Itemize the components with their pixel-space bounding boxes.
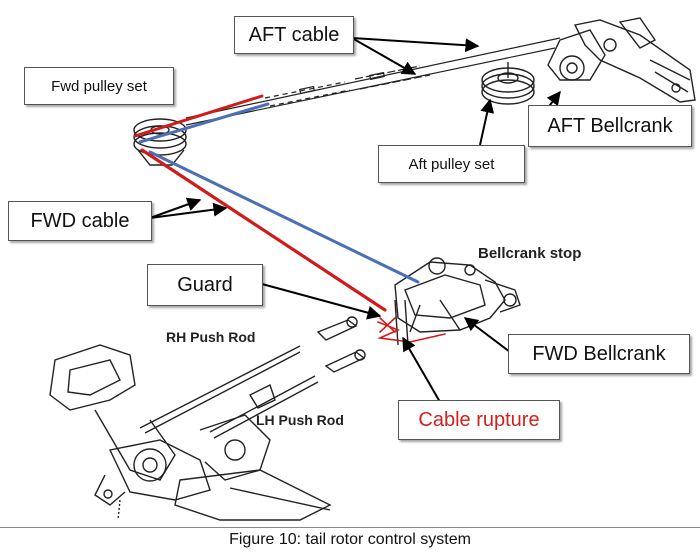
rupture-zigzag [377, 321, 446, 343]
fwd-bellcrank-drawing [394, 257, 521, 346]
printed-bellcrank-stop: Bellcrank stop [478, 245, 582, 262]
rupture-cross [379, 317, 396, 333]
blue-cable-upper [138, 102, 270, 144]
aft-pulley-drawing [481, 62, 535, 105]
label-cable-rupture: Cable rupture [398, 400, 560, 440]
aft-bellcrank-drawing [547, 17, 696, 103]
printed-rh-push-rod: RH Push Rod [166, 329, 256, 345]
figure-caption: Figure 10: tail rotor control system [229, 531, 471, 548]
red-cable-upper [133, 94, 264, 138]
mechanical-drawing [49, 17, 696, 521]
blue-cable-lower [148, 150, 420, 284]
arrow-fwd-bellcrank [463, 317, 511, 353]
fwd-cable-colored [133, 94, 446, 343]
aft-cable-lines [185, 37, 561, 126]
push-rods [139, 316, 366, 439]
arrow-fwd-cable-2 [149, 202, 228, 219]
tail-rotor-diagram [49, 17, 696, 521]
label-fwd-bellcrank: FWD Bellcrank [508, 334, 690, 374]
arrow-aft-cable-1 [351, 37, 480, 53]
arrow-aft-pulley [479, 98, 495, 146]
label-aft-cable: AFT cable [234, 16, 354, 54]
label-fwd-cable: FWD cable [8, 201, 152, 241]
arrow-fwd-cable-1 [149, 197, 202, 219]
red-cable-lower [140, 148, 387, 312]
label-aft-pulley-set: Aft pulley set [378, 145, 525, 183]
caption-divider [0, 527, 700, 528]
arrow-guard [261, 283, 382, 320]
printed-lh-push-rod: LH Push Rod [256, 412, 344, 428]
label-guard: Guard [147, 264, 263, 306]
label-fwd-pulley-set: Fwd pulley set [24, 67, 174, 105]
callout-arrows [149, 37, 561, 403]
lower-linkage-drawing [49, 344, 332, 521]
label-aft-bellcrank: AFT Bellcrank [528, 105, 692, 147]
arrow-cable-rupture [402, 336, 441, 403]
arrow-aft-cable-2 [351, 37, 417, 75]
